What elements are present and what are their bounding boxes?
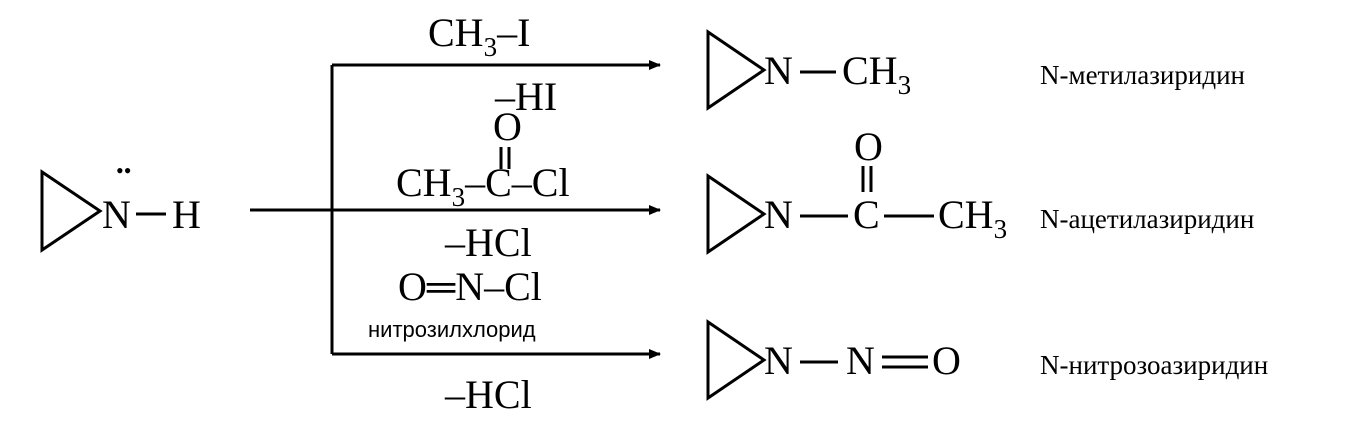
byproduct-1: –HI bbox=[494, 74, 557, 119]
reagent-3-label: нитрозилхлорид bbox=[368, 317, 536, 342]
reactant-hydrogen: H bbox=[172, 192, 201, 237]
product-1-nitrogen: N bbox=[764, 48, 793, 93]
byproduct-3: –HCl bbox=[444, 372, 532, 417]
product-2-nitrogen: N bbox=[764, 192, 793, 237]
product-3: N N O N-нитрозоазиридин bbox=[706, 319, 1268, 401]
product-1-methyl: CH3 bbox=[842, 48, 911, 100]
reaction-1-reagent: CH3–I –HI bbox=[428, 10, 557, 119]
product-3-ring bbox=[706, 319, 767, 401]
product-2: N O C CH3 N-ацетилазиридин bbox=[706, 124, 1254, 255]
product-3-nitrogen-2: N bbox=[846, 338, 875, 383]
product-1-ring bbox=[706, 29, 767, 111]
reagent-1: CH3–I bbox=[428, 10, 530, 62]
reactant-lone-pair: •• bbox=[116, 158, 131, 183]
aziridine-ring bbox=[40, 169, 103, 253]
reactant-aziridine: •• N H bbox=[40, 158, 201, 253]
product-3-name: N-нитрозоазиридин bbox=[1040, 350, 1268, 380]
reagent-3: O═N–Cl bbox=[398, 264, 542, 309]
reaction-2-reagent: O CH3–C–Cl –HCl bbox=[396, 104, 570, 265]
product-1: N CH3 N-метилазиридин bbox=[706, 29, 1245, 111]
reaction-3-reagent: O═N–Cl нитрозилхлорид –HCl bbox=[368, 264, 542, 417]
arrows bbox=[250, 60, 661, 359]
reagent-2-oxygen: O bbox=[493, 104, 522, 149]
product-2-ring bbox=[706, 173, 767, 255]
reactant-nitrogen: N bbox=[102, 192, 131, 237]
product-2-oxygen: O bbox=[854, 124, 883, 169]
product-3-nitrogen: N bbox=[764, 338, 793, 383]
product-3-oxygen: O bbox=[932, 338, 961, 383]
product-2-carbon: C bbox=[853, 192, 880, 237]
product-1-name: N-метилазиридин bbox=[1040, 60, 1245, 90]
product-2-name: N-ацетилазиридин bbox=[1040, 204, 1254, 234]
byproduct-2: –HCl bbox=[444, 220, 532, 265]
product-2-methyl: CH3 bbox=[938, 192, 1007, 244]
reagent-2: CH3–C–Cl bbox=[396, 160, 570, 212]
